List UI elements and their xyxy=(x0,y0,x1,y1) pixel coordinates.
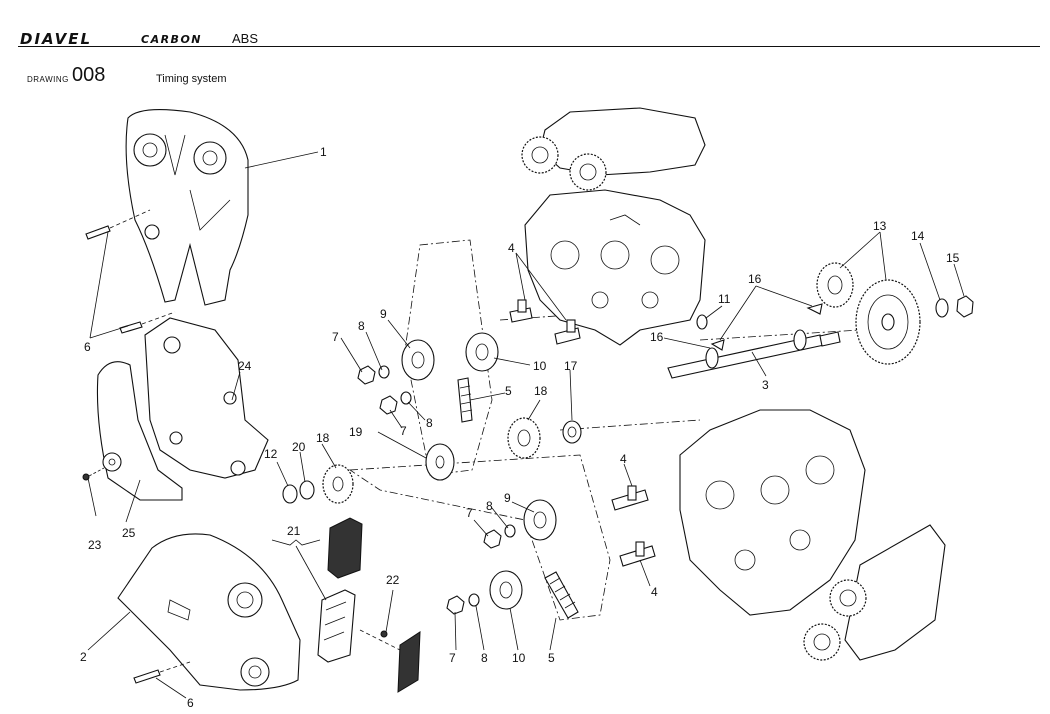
header-rule xyxy=(18,46,1040,47)
callout-6: 6 xyxy=(84,340,91,354)
drawing-label: DRAWING xyxy=(27,75,69,84)
page-header: DIAVEL CARBON ABS DRAWING 008 Timing sys… xyxy=(0,0,1050,86)
part-gear-18-lower xyxy=(322,464,354,504)
bolt-6-lower xyxy=(133,661,191,684)
callout-21: 21 xyxy=(287,524,301,538)
part-cover-21 xyxy=(317,517,363,663)
part-tensioner-9-upper xyxy=(401,339,435,381)
leader-lines xyxy=(87,151,965,699)
callout-16: 16 xyxy=(650,330,664,344)
callout-16: 16 xyxy=(748,272,762,286)
callout-7: 7 xyxy=(400,424,407,438)
part-rear-cover-25 xyxy=(96,361,183,501)
nuts-washers xyxy=(357,365,516,615)
callout-10: 10 xyxy=(533,359,547,373)
part-camshaft-3 xyxy=(667,329,841,379)
callout-4: 4 xyxy=(508,241,515,255)
studs-4 xyxy=(509,299,656,567)
part-upper-belt-cover xyxy=(125,109,249,306)
part-lower-cylinder-head xyxy=(679,409,866,616)
part-gear-13 xyxy=(816,262,921,365)
part-washer-14 xyxy=(935,298,949,318)
part-washer-19 xyxy=(425,443,455,481)
bolt-23 xyxy=(82,467,105,481)
callout-5: 5 xyxy=(548,651,555,665)
callout-8: 8 xyxy=(481,651,488,665)
callout-10: 10 xyxy=(512,651,526,665)
callout-19: 19 xyxy=(349,425,363,439)
part-pulley-10-upper xyxy=(465,332,499,372)
callout-5: 5 xyxy=(505,384,512,398)
part-upper-cylinder-head xyxy=(524,189,706,346)
callout-11: 11 xyxy=(718,292,731,306)
part-keys-11-16 xyxy=(696,303,823,351)
drawing-number: 008 xyxy=(72,64,106,86)
brand-logo: DIAVEL xyxy=(20,30,93,48)
callout-14: 14 xyxy=(911,229,925,243)
callout-1: 1 xyxy=(320,145,327,159)
part-upper-camshaft-housing xyxy=(521,107,706,191)
callout-4: 4 xyxy=(651,585,658,599)
callout-20: 20 xyxy=(292,440,306,454)
part-gear-18-upper xyxy=(507,417,541,459)
callout-24: 24 xyxy=(238,359,252,373)
callout-2: 2 xyxy=(80,650,87,664)
part-pulley-10-lower xyxy=(489,570,523,610)
callout-15: 15 xyxy=(946,251,960,265)
part-spacer-17 xyxy=(562,420,582,444)
part-lower-belt-cover xyxy=(117,533,301,691)
callout-6: 6 xyxy=(187,696,194,710)
callout-22: 22 xyxy=(386,573,400,587)
callout-23: 23 xyxy=(88,538,102,552)
callout-7: 7 xyxy=(332,330,339,344)
part-lower-camshaft-housing xyxy=(803,524,946,661)
callout-3: 3 xyxy=(762,378,769,392)
model-variant: ABS xyxy=(232,31,259,46)
part-tensioner-9-lower xyxy=(523,499,557,541)
callout-13: 13 xyxy=(873,219,887,233)
callout-8: 8 xyxy=(426,416,433,430)
bolt-6-upper xyxy=(85,209,151,240)
callout-12: 12 xyxy=(264,447,278,461)
part-filter-22 xyxy=(359,629,421,693)
callout-7: 7 xyxy=(466,506,473,520)
callout-7: 7 xyxy=(449,651,456,665)
callout-17: 17 xyxy=(564,359,578,373)
callout-9: 9 xyxy=(504,491,511,505)
callout-18: 18 xyxy=(316,431,330,445)
part-inner-cover-24 xyxy=(144,317,269,479)
callout-4: 4 xyxy=(620,452,627,466)
callout-9: 9 xyxy=(380,307,387,321)
belt-segments xyxy=(457,377,579,619)
drawing-title: Timing system xyxy=(156,73,227,85)
callout-labels: 1 2 3 4 4 4 5 5 6 6 7 7 7 7 8 8 8 8 9 9 … xyxy=(80,145,960,710)
callout-18: 18 xyxy=(534,384,548,398)
part-nut-15 xyxy=(956,295,974,318)
part-washers-12-20 xyxy=(282,480,315,504)
bolt-6-mid xyxy=(119,311,176,334)
model-name: CARBON xyxy=(141,33,202,46)
callout-8: 8 xyxy=(486,499,493,513)
callout-8: 8 xyxy=(358,319,365,333)
callout-25: 25 xyxy=(122,526,136,540)
